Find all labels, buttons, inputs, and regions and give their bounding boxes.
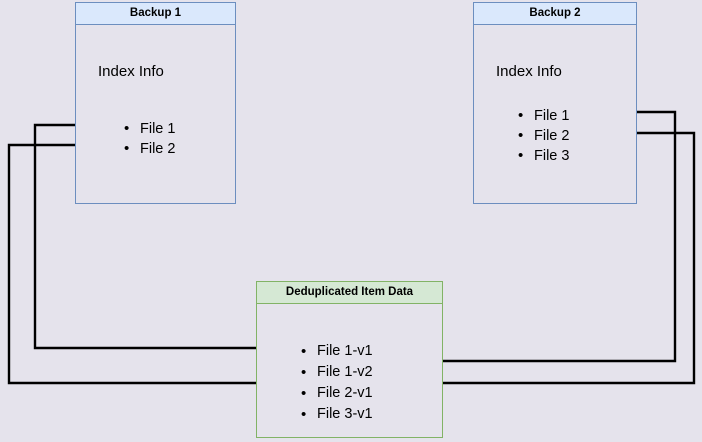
list-item[interactable]: File 1-v2	[301, 362, 373, 383]
node-backup2-body: Index Info File 1 File 2 File 3	[474, 25, 636, 203]
node-dedup-body: File 1-v1 File 1-v2 File 2-v1 File 3-v1	[257, 304, 442, 437]
list-item[interactable]: File 1	[518, 106, 569, 126]
node-backup1-title: Backup 1	[76, 3, 235, 25]
node-deduplicated-item-data[interactable]: Deduplicated Item Data File 1-v1 File 1-…	[256, 281, 443, 438]
node-backup2-title: Backup 2	[474, 3, 636, 25]
node-backup2-file-list: File 1 File 2 File 3	[518, 106, 569, 166]
list-item[interactable]: File 2	[518, 126, 569, 146]
node-backup1-file-list: File 1 File 2	[124, 119, 175, 159]
node-backup1-index-label: Index Info	[98, 63, 164, 80]
node-backup2-index-label: Index Info	[496, 63, 562, 80]
node-backup1[interactable]: Backup 1 Index Info File 1 File 2	[75, 2, 236, 204]
list-item[interactable]: File 3-v1	[301, 404, 373, 425]
node-dedup-title: Deduplicated Item Data	[257, 282, 442, 304]
list-item[interactable]: File 2-v1	[301, 383, 373, 404]
list-item[interactable]: File 2	[124, 139, 175, 159]
node-dedup-file-list: File 1-v1 File 1-v2 File 2-v1 File 3-v1	[301, 341, 373, 425]
node-backup1-body: Index Info File 1 File 2	[76, 25, 235, 203]
list-item[interactable]: File 3	[518, 146, 569, 166]
list-item[interactable]: File 1	[124, 119, 175, 139]
list-item[interactable]: File 1-v1	[301, 341, 373, 362]
node-backup2[interactable]: Backup 2 Index Info File 1 File 2 File 3	[473, 2, 637, 204]
